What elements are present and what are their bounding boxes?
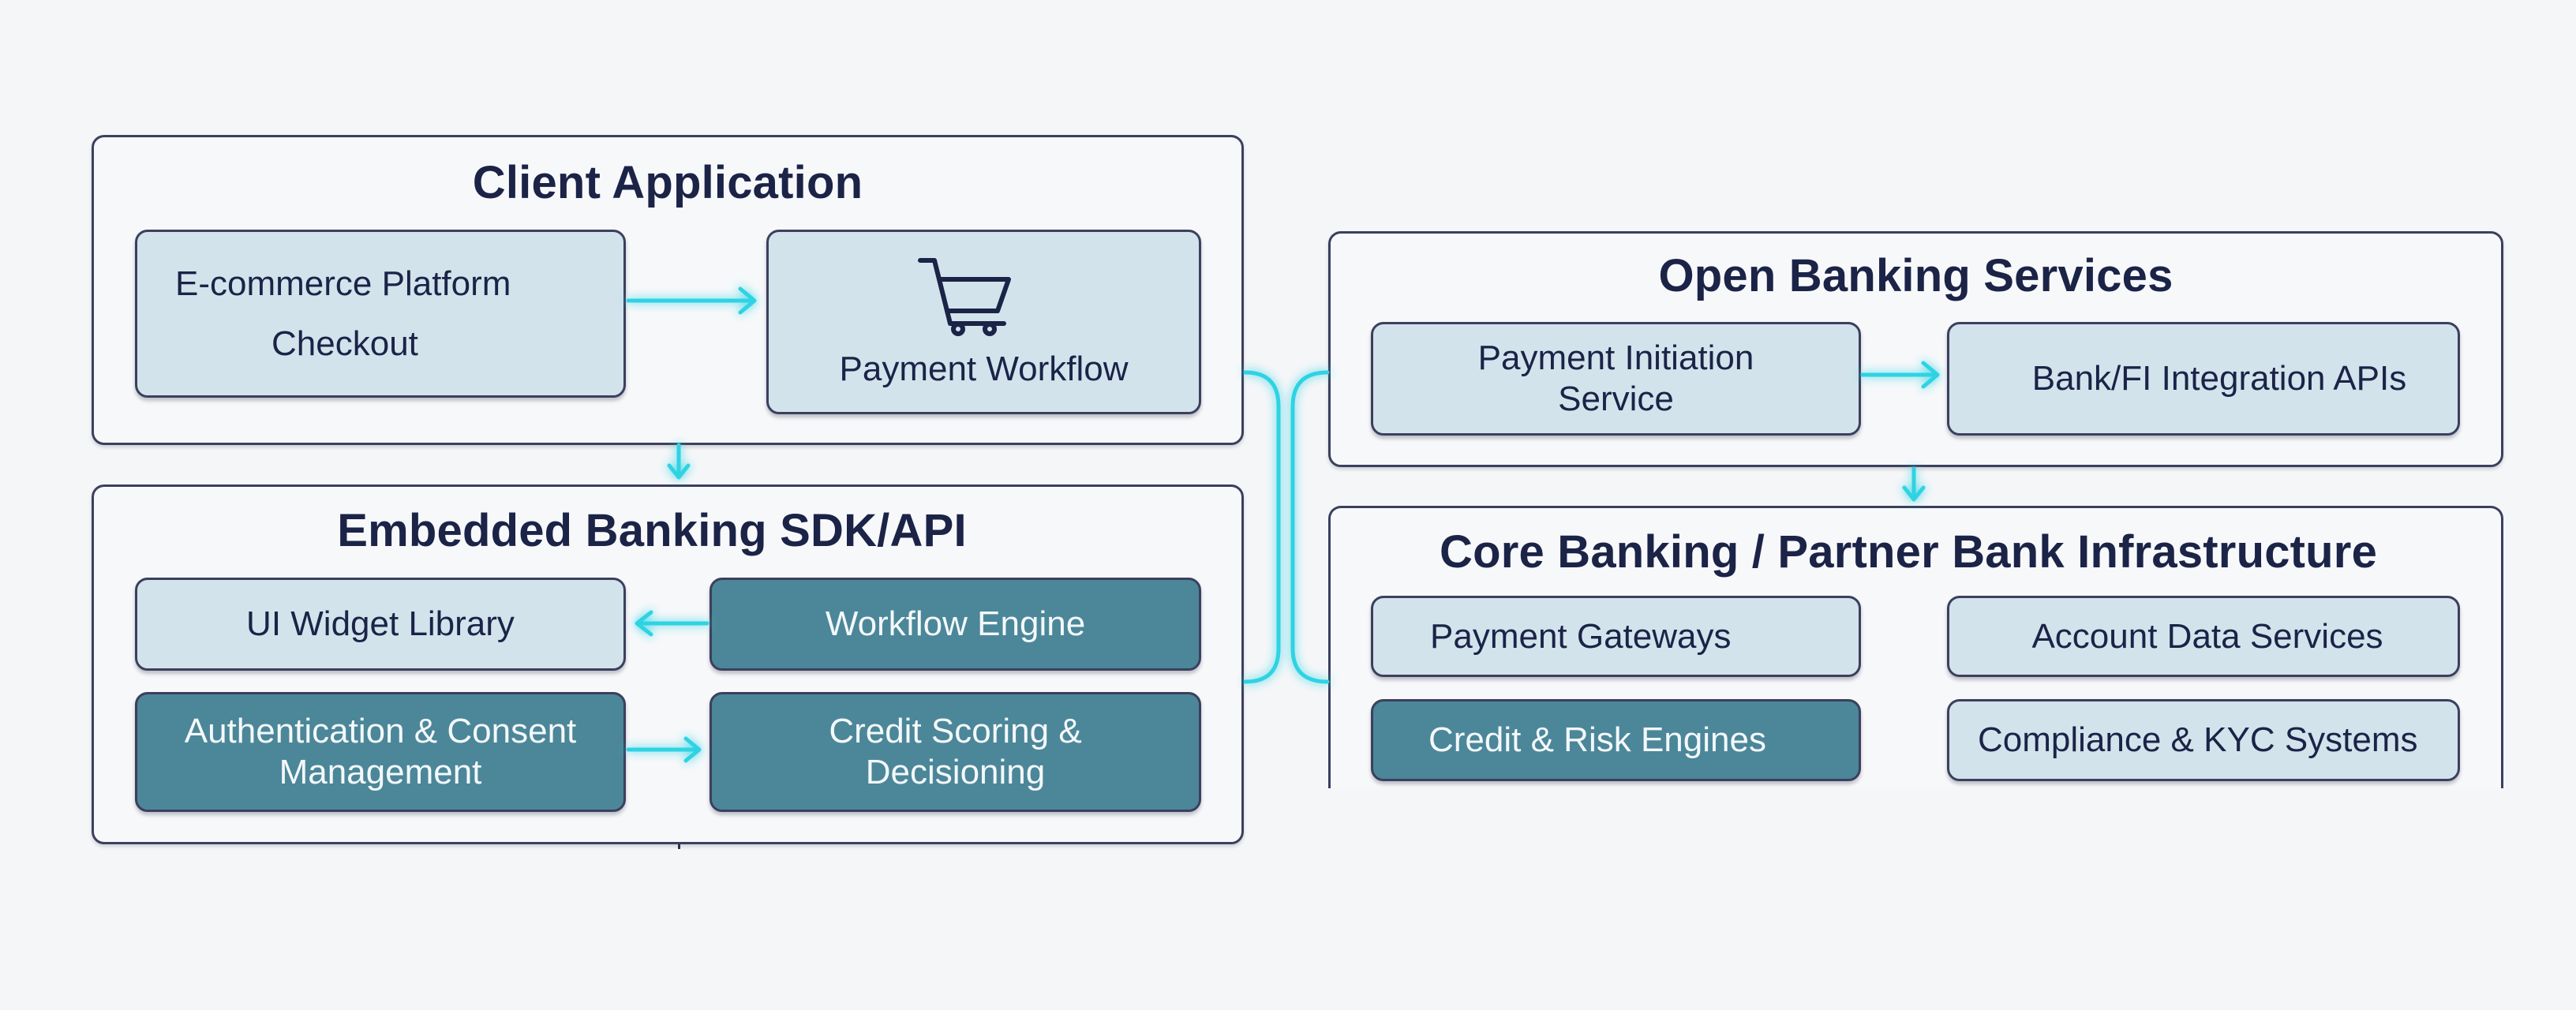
payment-gateways-label: Payment Gateways	[1430, 616, 1732, 656]
auth-consent-box[interactable]: Authentication & Consent Management	[135, 692, 626, 812]
arrow-client-to-embedded	[667, 443, 691, 480]
arrow-open-banking-to-core-banking	[1902, 466, 1926, 502]
bracket-connector-right	[1290, 370, 1330, 684]
bank-fi-apis-label: Bank/FI Integration APIs	[2031, 359, 2407, 398]
credit-scoring-line-2: Decisioning	[865, 753, 1046, 791]
compliance-kyc-label: Compliance & KYC Systems	[1978, 720, 2418, 760]
ecommerce-checkout-line-2: Checkout	[271, 324, 418, 363]
ecommerce-checkout-line-1: E-commerce Platform	[175, 264, 511, 303]
payment-initiation-line-2: Service	[1558, 380, 1674, 418]
credit-scoring-line-1: Credit Scoring &	[829, 712, 1082, 751]
auth-consent-line-1: Authentication & Consent	[184, 712, 577, 751]
workflow-engine-box[interactable]: Workflow Engine	[710, 578, 1201, 671]
account-data-services-box[interactable]: Account Data Services	[1947, 596, 2460, 677]
payment-gateways-box[interactable]: Payment Gateways	[1371, 596, 1861, 677]
credit-scoring-box[interactable]: Credit Scoring & Decisioning	[710, 692, 1201, 812]
client-application-title: Client Application	[472, 157, 863, 208]
workflow-engine-label: Workflow Engine	[825, 604, 1086, 644]
payment-initiation-line-1: Payment Initiation	[1477, 339, 1754, 378]
ui-widget-library-label: UI Widget Library	[246, 604, 515, 644]
panel-tick-mark	[678, 844, 680, 849]
account-data-services-label: Account Data Services	[2031, 616, 2383, 656]
bracket-connector-left	[1243, 370, 1281, 684]
ecommerce-checkout-box[interactable]: E-commerce Platform Checkout	[135, 230, 626, 398]
credit-risk-engines-label: Credit & Risk Engines	[1428, 720, 1766, 760]
compliance-kyc-box[interactable]: Compliance & KYC Systems	[1947, 699, 2460, 781]
payment-workflow-label: Payment Workflow	[839, 350, 1129, 389]
payment-initiation-box[interactable]: Payment Initiation Service	[1371, 322, 1861, 436]
open-banking-title: Open Banking Services	[1658, 250, 2174, 301]
core-banking-title: Core Banking / Partner Bank Infrastructu…	[1440, 526, 2378, 578]
shopping-cart-icon	[918, 258, 1011, 336]
bank-fi-apis-box[interactable]: Bank/FI Integration APIs	[1947, 322, 2460, 436]
ui-widget-library-box[interactable]: UI Widget Library	[135, 578, 626, 671]
embedded-banking-title: Embedded Banking SDK/API	[337, 505, 967, 556]
credit-risk-engines-box[interactable]: Credit & Risk Engines	[1371, 699, 1861, 781]
auth-consent-line-2: Management	[279, 753, 482, 791]
